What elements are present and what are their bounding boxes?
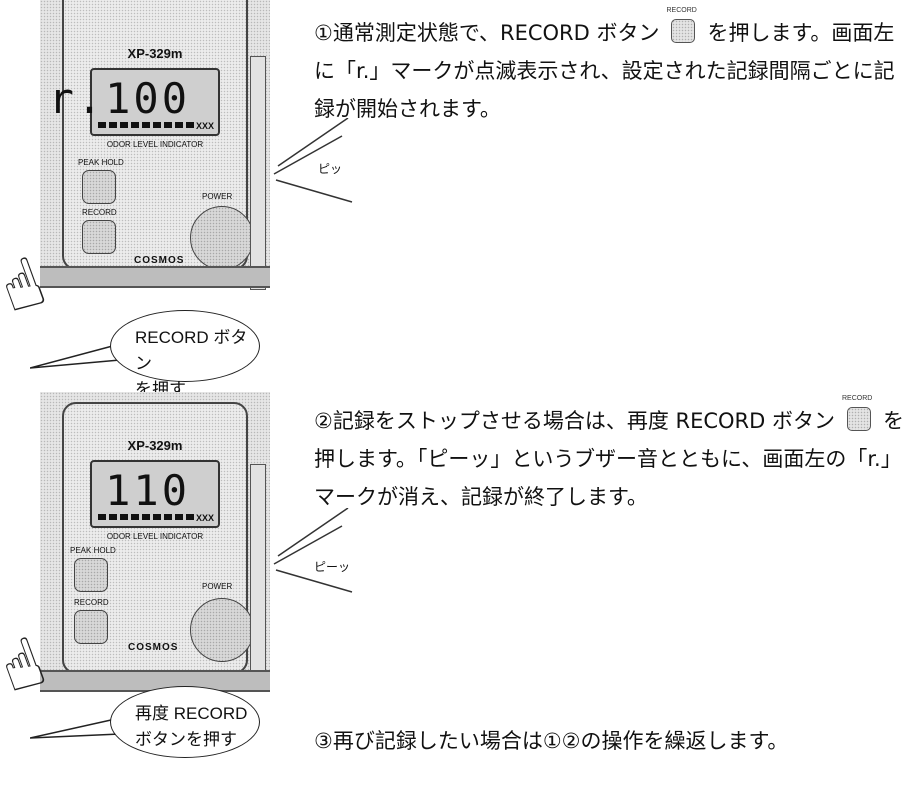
device-illustration-2: XP-329m 110 XXX ODOR LEVEL INDICATOR PEA…	[40, 392, 270, 692]
beep-sound-lines	[273, 508, 353, 593]
bubble-line-1: RECORD ボタン	[135, 328, 248, 373]
step-2-part-c: とともに、画面左の「r.」マークが消え、記録が終了します。	[314, 447, 902, 509]
record-label: RECORD	[74, 598, 109, 607]
step-1-part-c: す。画面左に「r.」マークが点滅表示され、設定された記録間隔ごとに記録が開始され…	[314, 21, 895, 121]
brand-logo: COSMOS	[128, 642, 179, 653]
record-label: RECORD	[82, 208, 117, 217]
beep-text-1: ピッ	[318, 162, 343, 176]
step-1-part-b: を押しま	[707, 21, 792, 45]
model-label: XP-329m	[127, 46, 183, 61]
peak-hold-label: PEAK HOLD	[78, 158, 124, 167]
speech-bubble-1: RECORD ボタン を押す	[110, 310, 260, 399]
step-1-part-a: ①通常測定状態で、RECORD ボタン	[314, 21, 660, 45]
brand-logo: COSMOS	[134, 255, 185, 266]
lcd-reading: r.100	[48, 74, 190, 123]
level-bar	[98, 514, 194, 520]
record-button-icon: RECORD	[666, 7, 697, 43]
lcd-display: r.100 XXX	[49, 68, 220, 136]
indicator-label: ODOR LEVEL INDICATOR	[106, 140, 204, 149]
lcd-unit: XXX	[195, 121, 214, 131]
record-icon-label: RECORD	[666, 7, 697, 14]
bubble-tail	[30, 343, 121, 369]
step-3-text: ③再び記録したい場合は①②の操作を繰返します。	[314, 729, 789, 753]
step-1-text: ①通常測定状態で、RECORD ボタン RECORD を押します。画面左に「r.」マ…	[314, 7, 914, 128]
model-label: XP-329m	[127, 438, 183, 453]
record-icon-label: RECORD	[842, 395, 873, 402]
record-button	[74, 610, 108, 644]
device-side-panel	[250, 56, 266, 290]
peak-hold-button	[82, 170, 116, 204]
power-button	[190, 598, 254, 662]
bubble-line-1: 再度 RECORD	[135, 704, 248, 723]
lcd-display: 110 XXX	[90, 460, 220, 528]
power-button	[190, 206, 254, 270]
step-2-text: ②記録をストップさせる場合は、再度 RECORD ボタン RECORD を押します。…	[314, 395, 914, 516]
beep-sound-lines	[273, 118, 353, 203]
peak-hold-button	[74, 558, 108, 592]
lcd-unit: XXX	[195, 513, 214, 523]
beep-text-2: ピーッ	[314, 560, 351, 574]
power-label: POWER	[202, 192, 233, 201]
indicator-label: ODOR LEVEL INDICATOR	[106, 532, 204, 541]
level-bar	[98, 122, 194, 128]
device-illustration-1: XP-329m r.100 XXX ODOR LEVEL INDICATOR P…	[40, 0, 270, 290]
device-body: XP-329m 110 XXX ODOR LEVEL INDICATOR PEA…	[62, 402, 254, 674]
lcd-reading: 110	[105, 466, 190, 515]
device-side-panel	[250, 464, 266, 686]
bubble-tail	[30, 717, 121, 739]
device-base	[40, 266, 270, 288]
step-2-part-a: ②記録をストップさせる場合は、再度 RECORD ボタン	[314, 409, 835, 433]
record-button	[82, 220, 116, 254]
peak-hold-label: PEAK HOLD	[70, 546, 116, 555]
power-label: POWER	[202, 582, 233, 591]
record-button-icon: RECORD	[842, 395, 872, 431]
bubble-line-2: ボタンを押す	[135, 730, 237, 749]
step-2-part-b: を押します。「ピーッ」というブザー音	[314, 409, 904, 471]
speech-bubble-2: 再度 RECORD ボタンを押す	[110, 686, 260, 758]
